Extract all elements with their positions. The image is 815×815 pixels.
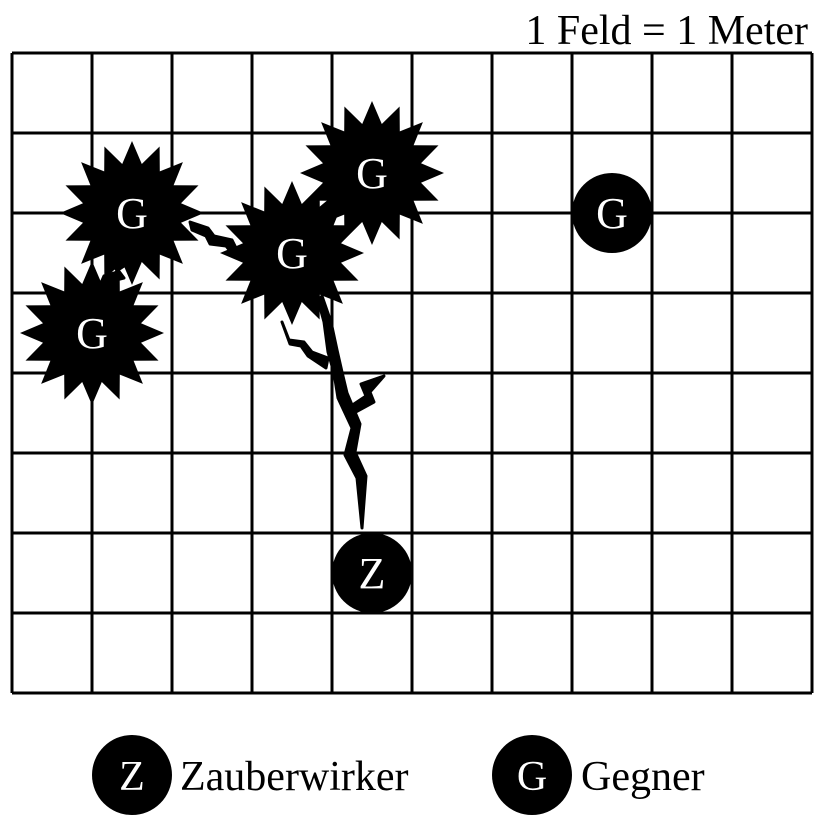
lightning-branch: [346, 374, 386, 416]
legend-enemy-letter: G: [517, 754, 547, 800]
legend-caster-label: Zauberwirker: [180, 754, 409, 800]
lightning-branch: [280, 320, 330, 370]
caster-token: Z: [332, 533, 412, 613]
legend-item-enemy: G Gegner: [492, 735, 705, 815]
token-letter: G: [116, 189, 148, 238]
lightning-burst-icon: [300, 101, 444, 245]
legend-enemy-label: Gegner: [581, 754, 705, 800]
token-letter: G: [356, 149, 388, 198]
legend-caster-letter: Z: [119, 754, 145, 800]
enemy-token: G: [20, 261, 164, 405]
token-letter: G: [76, 309, 108, 358]
token-letter: G: [596, 189, 628, 238]
token-letter: Z: [359, 549, 386, 598]
lightning-burst-icon: [60, 141, 204, 285]
enemy-token-icon: [572, 173, 652, 253]
token-letter: G: [276, 229, 308, 278]
legend: Z Zauberwirker G Gegner: [92, 735, 705, 815]
lightning-burst-icon: [20, 261, 164, 405]
legend-item-caster: Z Zauberwirker: [92, 735, 409, 815]
enemy-token-icon: [492, 735, 572, 815]
enemy-token: G: [60, 141, 204, 285]
caster-token-icon: [332, 533, 412, 613]
scale-label: 1 Feld = 1 Meter: [525, 8, 808, 54]
caster-token-icon: [92, 735, 172, 815]
lightning-bolt: [316, 294, 368, 530]
enemy-token: G: [572, 173, 652, 253]
enemy-token: G: [300, 101, 444, 245]
